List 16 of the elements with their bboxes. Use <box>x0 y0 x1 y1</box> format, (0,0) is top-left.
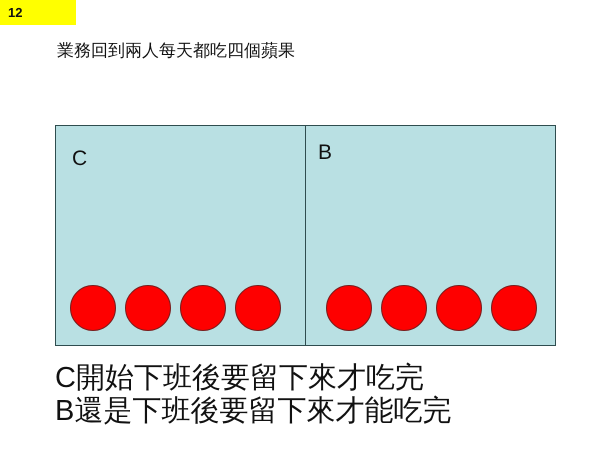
apple-circle <box>436 285 482 331</box>
apple-circle <box>180 285 226 331</box>
panel <box>55 125 306 346</box>
apple-circle <box>491 285 537 331</box>
caption-line: C開始下班後要留下來才吃完 <box>55 364 424 393</box>
apple-circle <box>125 285 171 331</box>
slide-title: 業務回到兩人每天都吃四個蘋果 <box>57 42 295 59</box>
caption-line: B還是下班後要留下來才能吃完 <box>55 397 452 426</box>
apple-circle <box>326 285 372 331</box>
apple-circle <box>70 285 116 331</box>
page-number: 12 <box>0 0 76 25</box>
panel-label: B <box>318 142 332 163</box>
panel-label: C <box>72 148 88 169</box>
apple-circle <box>381 285 427 331</box>
panel <box>305 125 556 346</box>
apple-circle <box>235 285 281 331</box>
